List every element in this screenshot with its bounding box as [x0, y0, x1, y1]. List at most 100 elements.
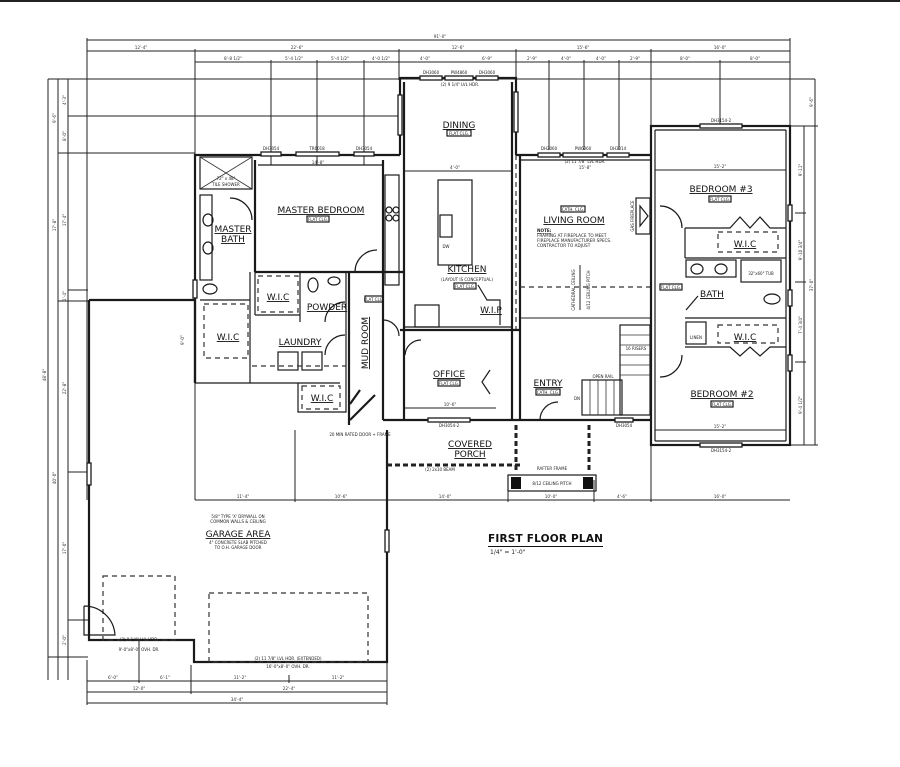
bath-door[interactable]	[685, 295, 699, 311]
laundry-door[interactable]	[324, 334, 346, 356]
svg-text:COMMON WALLS & CEILING: COMMON WALLS & CEILING	[210, 519, 265, 524]
svg-text:16'-0": 16'-0"	[714, 45, 727, 50]
svg-text:(2) 2x10 BEAM: (2) 2x10 BEAM	[425, 467, 455, 472]
svg-text:9'-6": 9'-6"	[52, 113, 57, 123]
garage-door-swing[interactable]	[83, 605, 116, 636]
bottom-dimensions: 6'-0" 6'-1" 11'-2" 11'-2" 12'-0" 22'-4" …	[86, 640, 388, 705]
svg-text:5/8" TYPE 'X' DRYWALL ON: 5/8" TYPE 'X' DRYWALL ON	[211, 514, 264, 519]
svg-text:PORCH: PORCH	[454, 450, 485, 460]
svg-text:17'-0": 17'-0"	[62, 542, 67, 555]
window-dining-right	[513, 91, 519, 133]
svg-text:RAFTER FRAME: RAFTER FRAME	[537, 466, 568, 471]
window-master-2	[295, 151, 340, 157]
svg-text:BATH: BATH	[700, 290, 724, 300]
powder-door[interactable]	[324, 301, 346, 323]
svg-text:GARAGE AREA: GARAGE AREA	[206, 530, 272, 540]
top-border	[0, 0, 900, 2]
garage-left-window	[86, 462, 92, 486]
mud-room-door[interactable]	[382, 319, 400, 337]
kitchen-island	[437, 179, 473, 266]
svg-text:ENTRY: ENTRY	[533, 379, 563, 389]
svg-text:PW6060: PW6060	[575, 146, 592, 151]
svg-text:OPEN RAIL: OPEN RAIL	[592, 374, 614, 379]
window-master-bath	[192, 279, 198, 299]
svg-text:(LAYOUT IS CONCEPTUAL): (LAYOUT IS CONCEPTUAL)	[441, 277, 493, 282]
master-bath-door[interactable]	[229, 197, 253, 221]
svg-text:CATH. CLG.: CATH. CLG.	[537, 390, 560, 395]
svg-text:CONTRACTOR TO ADJUST: CONTRACTOR TO ADJUST	[537, 243, 591, 248]
porch-column-left	[511, 477, 521, 489]
svg-text:(2) 11 7/8" LVL HDR. (EXTENDED: (2) 11 7/8" LVL HDR. (EXTENDED)	[254, 656, 322, 661]
staircase[interactable]	[581, 324, 651, 416]
svg-text:8'-0": 8'-0"	[62, 131, 67, 141]
window-dining-1	[419, 75, 443, 81]
svg-text:1'-4": 1'-4"	[62, 291, 67, 301]
svg-text:OFFICE: OFFICE	[433, 370, 465, 380]
burner-icon	[385, 206, 393, 214]
svg-text:(2) 9 1/4" LVL HDR.: (2) 9 1/4" LVL HDR.	[120, 637, 158, 642]
svg-text:TO O.H. GARAGE DOOR: TO O.H. GARAGE DOOR	[214, 545, 262, 550]
svg-text:W.I.C: W.I.C	[267, 293, 290, 303]
svg-text:W.I.C: W.I.C	[311, 394, 334, 404]
svg-text:FLAT CLG.: FLAT CLG.	[364, 297, 384, 302]
window-bed2	[699, 442, 743, 448]
svg-text:5'-4 1/2": 5'-4 1/2"	[331, 56, 349, 61]
svg-text:DW: DW	[442, 244, 449, 249]
svg-text:FLAT CLG.: FLAT CLG.	[455, 284, 475, 289]
range-counter	[384, 174, 400, 286]
window-dining-left	[397, 94, 403, 136]
burner-icon	[392, 214, 400, 222]
master-bedroom-door[interactable]	[354, 249, 378, 273]
svg-text:16'-0": 16'-0"	[714, 494, 727, 499]
top-dimensions: 91'-0" 12'-4" 22'-6" 12'-6" 15'-6" 16'-0…	[48, 34, 815, 500]
refrigerator	[414, 304, 440, 328]
svg-text:GAS FIREPLACE: GAS FIREPLACE	[630, 200, 635, 232]
svg-text:FLAT CLG.: FLAT CLG.	[308, 217, 328, 222]
kitchen-sink	[439, 214, 453, 238]
bed3-wic-shelf	[717, 231, 779, 253]
svg-text:72" x 48": 72" x 48"	[217, 176, 236, 181]
svg-text:16 RISERS: 16 RISERS	[626, 346, 647, 351]
svg-text:12'-0": 12'-0"	[133, 686, 146, 691]
svg-text:40'-0": 40'-0"	[52, 472, 57, 485]
svg-text:PW4860: PW4860	[451, 70, 468, 75]
svg-text:14'-0": 14'-0"	[439, 494, 452, 499]
svg-text:COVERED: COVERED	[448, 440, 492, 450]
svg-text:11'-2": 11'-2"	[234, 675, 247, 680]
front-door[interactable]	[539, 401, 559, 421]
bed2-wic-shelf	[717, 324, 779, 344]
window-living-1	[537, 152, 561, 158]
svg-text:22'-4": 22'-4"	[283, 686, 296, 691]
svg-text:W.I.P: W.I.P	[480, 306, 502, 316]
bedroom-wing: DH3154-2 DH3154-2 15'-2" BEDROOM #3 FLAT…	[649, 118, 793, 453]
master-vanity	[199, 194, 213, 281]
svg-text:W.I.C: W.I.C	[734, 333, 757, 343]
svg-text:MASTER: MASTER	[214, 225, 251, 235]
living-room: DH2060 PW6060 DH3014 (2) 11 7/8" LVL HDR…	[516, 146, 651, 420]
svg-text:9'-4 1/2": 9'-4 1/2"	[798, 396, 803, 414]
window-bath-side	[787, 289, 793, 307]
office-door[interactable]	[404, 339, 422, 356]
garage-area: GARAGE AREA 5/8" TYPE 'X' DRYWALL ON COM…	[83, 298, 390, 669]
fire-door[interactable]	[349, 389, 361, 405]
svg-text:9'-0": 9'-0"	[180, 335, 185, 345]
svg-text:KITCHEN: KITCHEN	[448, 265, 487, 275]
window-master-3	[353, 151, 375, 157]
toilet-icon	[307, 277, 319, 293]
car-outline-large	[208, 592, 369, 663]
left-dimensions: 4'-3" 8'-0" 9'-6" 17'-4" 17'-8" 1'-4" 9'…	[42, 79, 195, 680]
svg-text:DH3054: DH3054	[356, 146, 373, 151]
bedroom2-door[interactable]	[659, 354, 683, 378]
window-office	[427, 417, 471, 423]
svg-text:DH3054: DH3054	[263, 146, 280, 151]
porch-gable	[507, 474, 597, 492]
svg-text:CATHEDRAL CEILING: CATHEDRAL CEILING	[571, 269, 576, 310]
bedroom3-door[interactable]	[659, 205, 683, 229]
dryer	[301, 351, 323, 371]
svg-text:FLAT CLG.: FLAT CLG.	[439, 381, 459, 386]
svg-text:9'-0"x8'-0" OVH. DR.: 9'-0"x8'-0" OVH. DR.	[119, 647, 160, 652]
svg-text:DH3054-2: DH3054-2	[439, 423, 460, 428]
svg-text:DH3014: DH3014	[610, 146, 627, 151]
svg-text:11'-4": 11'-4"	[237, 494, 250, 499]
